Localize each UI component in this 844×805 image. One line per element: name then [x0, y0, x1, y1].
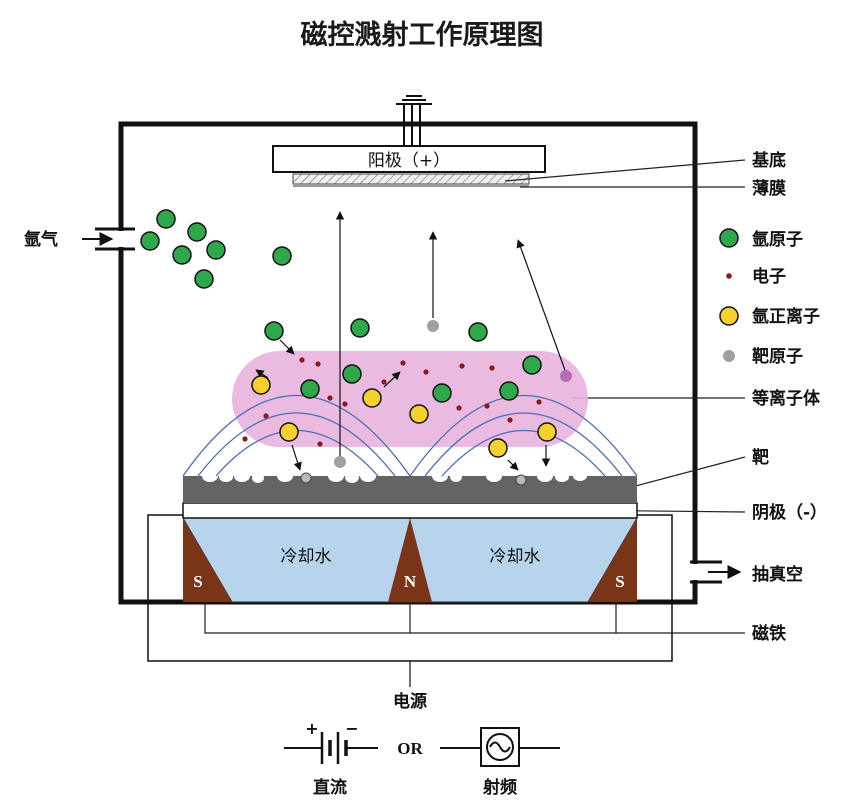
pole-s-left: S: [193, 572, 202, 591]
legend: 氩原子 电子 氩正离子 靶原子: [719, 228, 820, 367]
anode-label: 阳极（+）: [368, 151, 450, 171]
target-atoms: [334, 320, 572, 468]
legend-argon-ion-swatch: [719, 306, 739, 326]
cathode-label: 阴极（-）: [752, 502, 827, 523]
vacuum-label: 抽真空: [752, 564, 803, 585]
dc-label: 直流: [313, 777, 347, 798]
or-label: OR: [397, 739, 423, 758]
plasma-label: 等离子体: [752, 388, 821, 409]
film-layer: [293, 184, 529, 187]
rf-label: 射频: [482, 777, 517, 798]
substrate-layer: [292, 173, 530, 185]
cooling-water-left-label: 冷却水: [281, 547, 332, 567]
battery-icon: [284, 732, 378, 764]
legend-argon-ion-label: 氩正离子: [752, 306, 820, 327]
legend-electron-swatch: [726, 273, 732, 279]
legend-argon-atom-label: 氩原子: [752, 229, 803, 250]
pole-s-right: S: [615, 572, 624, 591]
legend-target-atom-swatch: [723, 350, 735, 362]
film-label: 薄膜: [752, 178, 786, 199]
battery-plus-sign: +: [305, 719, 318, 738]
target-plate: [183, 476, 637, 503]
ground-icon: [396, 95, 432, 146]
diagram-title: 磁控溅射工作原理图: [301, 20, 544, 51]
legend-target-atom-label: 靶原子: [752, 346, 803, 367]
anode-plate: [272, 145, 546, 173]
trajectory-arrows: [255, 211, 567, 471]
magnet-n-center: [388, 518, 432, 602]
power-label: 电源: [393, 691, 427, 712]
erosion-bumps: [202, 470, 587, 483]
argon-ions: [251, 375, 557, 458]
magnet-s-right: [588, 518, 637, 602]
sputter-impacts: [300, 472, 527, 486]
magnet-s-left: [183, 518, 232, 602]
argon-gas-label: 氩气: [24, 229, 58, 250]
gas-inlet: [82, 227, 135, 251]
argon-atoms: [140, 209, 542, 403]
cathode-plate: [182, 502, 638, 519]
legend-argon-atom-swatch: [719, 228, 739, 248]
target-label: 靶: [752, 447, 769, 468]
electrons: [242, 357, 542, 447]
magnetic-field-lines: [182, 395, 638, 477]
rf-source-icon: [440, 727, 560, 767]
plasma-region: [232, 351, 588, 447]
substrate-label: 基底: [751, 150, 786, 171]
vacuum-outlet: [690, 560, 742, 584]
pole-n: N: [404, 572, 417, 591]
magnet-label: 磁铁: [752, 623, 786, 644]
battery-minus-sign: −: [345, 719, 358, 738]
legend-electron-label: 电子: [752, 266, 786, 287]
cooling-water-right-label: 冷却水: [490, 547, 541, 567]
